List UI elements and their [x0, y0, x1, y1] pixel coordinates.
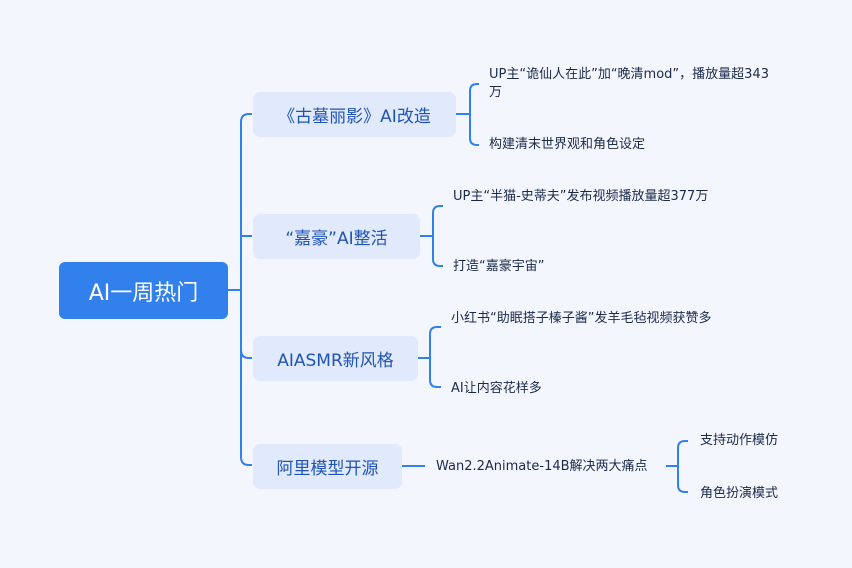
topic-node[interactable]: AIASMR新风格: [253, 336, 418, 381]
topic-label: 《古墓丽影》AI改造: [278, 107, 431, 127]
leaf-node[interactable]: AI让内容花样多: [451, 381, 542, 396]
topic-label: 阿里模型开源: [276, 459, 379, 479]
leaf-node[interactable]: 角色扮演模式: [700, 486, 779, 501]
topic-label: AIASMR新风格: [277, 351, 394, 371]
leaf-node[interactable]: 支持动作模仿: [700, 433, 779, 448]
topic-node[interactable]: “嘉豪”AI整活: [253, 214, 420, 259]
leaf-node[interactable]: 打造“嘉豪宇宙”: [453, 259, 545, 274]
topic-node[interactable]: 阿里模型开源: [253, 444, 402, 489]
root-label: AI一周热门: [88, 280, 199, 306]
leaf-node[interactable]: 构建清末世界观和角色设定: [489, 137, 646, 152]
root-node[interactable]: AI一周热门: [59, 262, 228, 319]
subtopic-node[interactable]: Wan2.2Animate-14B解决两大痛点: [436, 459, 648, 474]
leaf-node[interactable]: UP主“诡仙人在此”加“晚清mod”，播放量超343万: [489, 67, 769, 100]
leaf-node[interactable]: 小红书“助眠搭子榛子酱”发羊毛毡视频获赞多: [451, 311, 712, 326]
leaf-node[interactable]: UP主“半猫-史蒂夫”发布视频播放量超377万: [453, 189, 709, 204]
topic-node[interactable]: 《古墓丽影》AI改造: [253, 92, 456, 137]
topic-label: “嘉豪”AI整活: [285, 229, 388, 249]
